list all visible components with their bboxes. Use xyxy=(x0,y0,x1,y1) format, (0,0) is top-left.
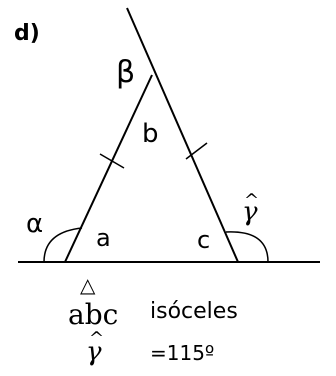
side-ab xyxy=(64,74,153,263)
triangle-symbol: △ xyxy=(80,273,96,297)
gamma-symbol-hat: ^ xyxy=(89,328,104,349)
angle-label-gamma: γ xyxy=(242,197,258,227)
angle-label-alpha: α xyxy=(26,209,43,239)
isosceles-text: isóceles xyxy=(150,299,238,324)
side-bc-extended xyxy=(126,7,239,263)
vertex-label-a: a xyxy=(96,224,111,252)
vertex-label-b: b xyxy=(142,119,159,149)
problem-label: d) xyxy=(14,21,40,46)
angle-label-beta: β xyxy=(116,55,135,90)
angle-label-gamma-hat: ^ xyxy=(244,190,259,211)
tick-mark-bc xyxy=(185,142,208,160)
angle-arc-alpha xyxy=(43,227,83,263)
tick-mark-ab xyxy=(99,153,125,169)
triangle-name: abc xyxy=(68,298,118,331)
gamma-value: =115º xyxy=(150,341,214,365)
vertex-label-c: c xyxy=(197,226,210,254)
angle-arc-gamma xyxy=(225,231,269,263)
gamma-symbol: γ xyxy=(86,337,102,367)
